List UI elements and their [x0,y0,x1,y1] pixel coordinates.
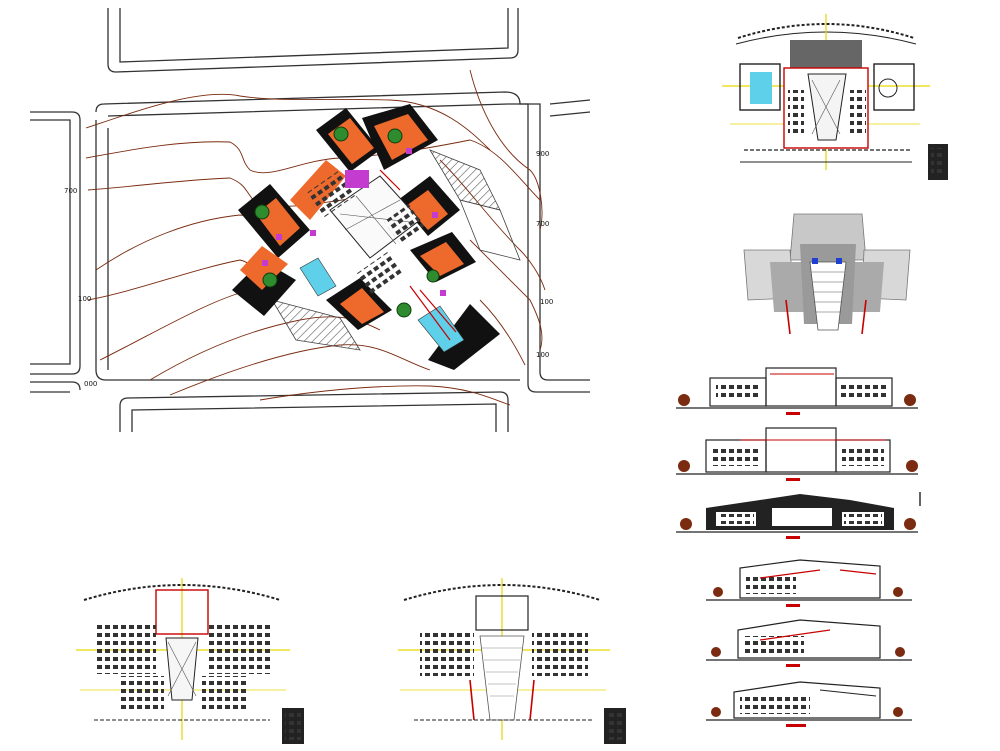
building-site-footprint [232,104,521,370]
section-1 [706,559,912,607]
ramps [271,149,521,351]
contour-labels: 700 900 700 100 100 100 000 [64,150,553,388]
contour-label: 100 [78,295,91,303]
central-hall [305,170,426,296]
contour-lines [85,69,546,406]
magenta-accents [262,148,446,296]
floor-plan-bottom-left [76,578,304,744]
water-features [299,257,465,353]
elevation-3 [676,492,921,539]
red-accents [379,169,457,341]
contour-label: 100 [536,351,549,359]
contour-label: 700 [64,187,77,195]
section-2 [706,619,912,667]
contour-label: 900 [536,150,549,158]
elevation-1 [676,367,918,415]
contour-label: 100 [540,298,553,306]
contour-label: 700 [536,220,549,228]
site-plan: 700 900 700 100 100 100 000 [30,8,591,432]
trees [254,126,440,318]
contour-label: 000 [84,380,97,388]
floor-plan-bottom-middle [398,578,626,744]
street-outlines [30,8,591,432]
elevation-2 [676,427,918,481]
roof-3d-view [743,213,911,335]
floor-plan-top [722,14,948,180]
section-3 [706,681,912,727]
